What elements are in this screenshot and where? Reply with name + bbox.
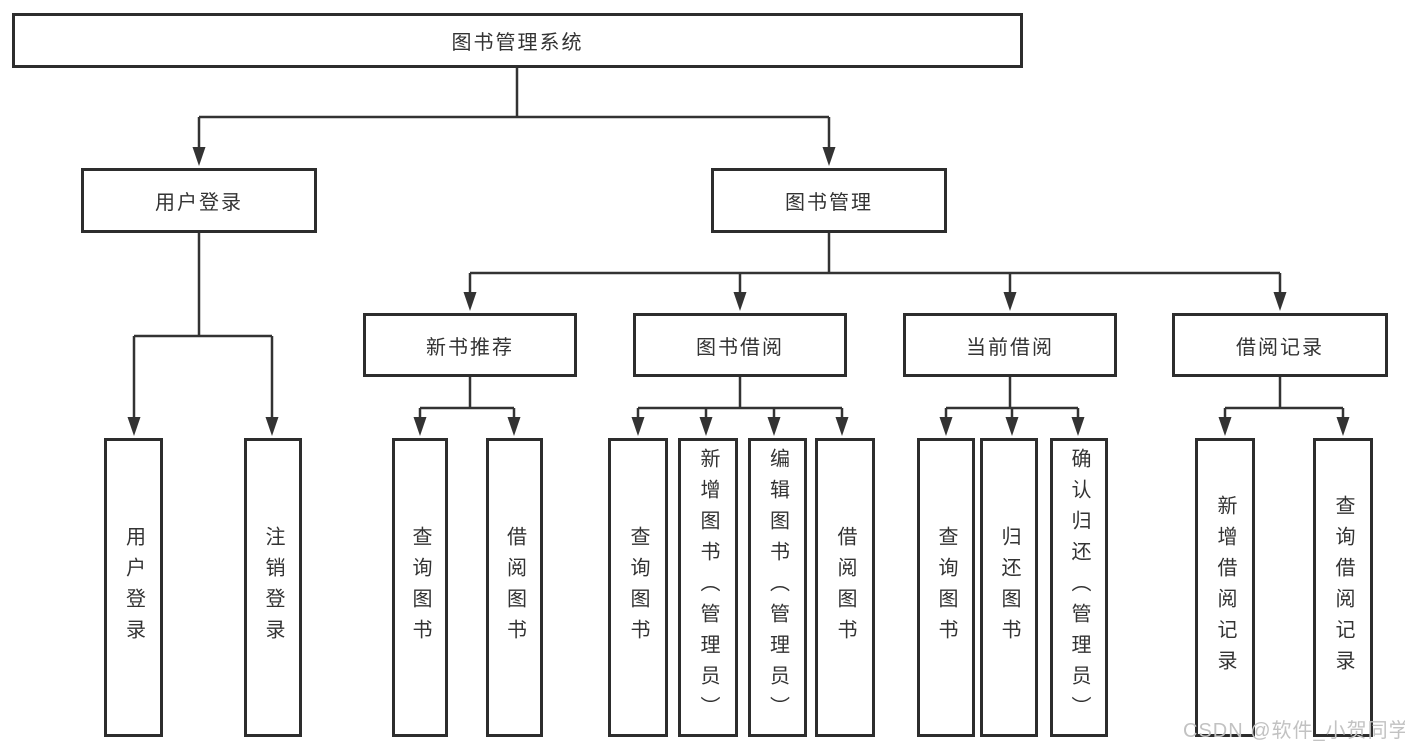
leaf-recommend-borrow-books: 借阅图书 xyxy=(486,438,543,737)
node-current-borrow: 当前借阅 xyxy=(903,313,1117,377)
arrowhead xyxy=(939,417,953,436)
connector-borrow-records-split xyxy=(1223,376,1345,421)
leaf-user-login: 用户登录 xyxy=(104,438,163,737)
arrowhead xyxy=(1336,417,1350,436)
leaf-recommend-query-books: 查询图书 xyxy=(392,438,448,737)
arrowhead xyxy=(835,417,849,436)
leaf-borrow-query-books: 查询图书 xyxy=(608,438,668,737)
csdn-watermark: CSDN @软件_小贺同学 xyxy=(1183,720,1405,742)
arrowhead xyxy=(1218,417,1232,436)
leaf-current-return-books: 归还图书 xyxy=(980,438,1038,737)
leaf-current-query-books: 查询图书 xyxy=(917,438,975,737)
connector-new-book-recommend-split xyxy=(418,376,516,421)
leaf-logout: 注销登录 xyxy=(244,438,302,737)
leaf-borrow-borrow-books: 借阅图书 xyxy=(815,438,875,737)
node-book-borrow: 图书借阅 xyxy=(633,313,847,377)
connector-book-management-branch xyxy=(468,233,1282,296)
leaf-records-add-borrow-record: 新增借阅记录 xyxy=(1195,438,1255,737)
arrowhead xyxy=(733,292,747,311)
node-root-system: 图书管理系统 xyxy=(12,13,1023,68)
node-user-login: 用户登录 xyxy=(81,168,317,233)
arrowhead xyxy=(1005,417,1019,436)
arrowhead xyxy=(822,147,836,166)
arrowhead xyxy=(699,417,713,436)
arrowhead xyxy=(463,292,477,311)
node-book-management: 图书管理 xyxy=(711,168,947,233)
leaf-borrow-edit-books-admin: 编辑图书（管理员） xyxy=(748,438,807,737)
node-new-book-recommend: 新书推荐 xyxy=(363,313,577,377)
arrowhead xyxy=(413,417,427,436)
arrowhead xyxy=(631,417,645,436)
arrowhead xyxy=(265,417,279,436)
leaf-current-confirm-return-admin: 确认归还（管理员） xyxy=(1050,438,1108,737)
arrowhead xyxy=(767,417,781,436)
connector-current-borrow-split xyxy=(944,376,1080,421)
arrowhead xyxy=(127,417,141,436)
arrowhead xyxy=(507,417,521,436)
connector-user-login-branch xyxy=(132,233,274,421)
connector-root-branch xyxy=(197,68,831,151)
leaf-borrow-add-books-admin: 新增图书（管理员） xyxy=(678,438,738,737)
arrowhead xyxy=(1003,292,1017,311)
arrowhead xyxy=(1273,292,1287,311)
connector-book-borrow-split xyxy=(636,376,844,421)
leaf-records-query-borrow-record: 查询借阅记录 xyxy=(1313,438,1373,737)
node-borrow-records: 借阅记录 xyxy=(1172,313,1388,377)
arrowhead xyxy=(192,147,206,166)
arrowhead xyxy=(1071,417,1085,436)
